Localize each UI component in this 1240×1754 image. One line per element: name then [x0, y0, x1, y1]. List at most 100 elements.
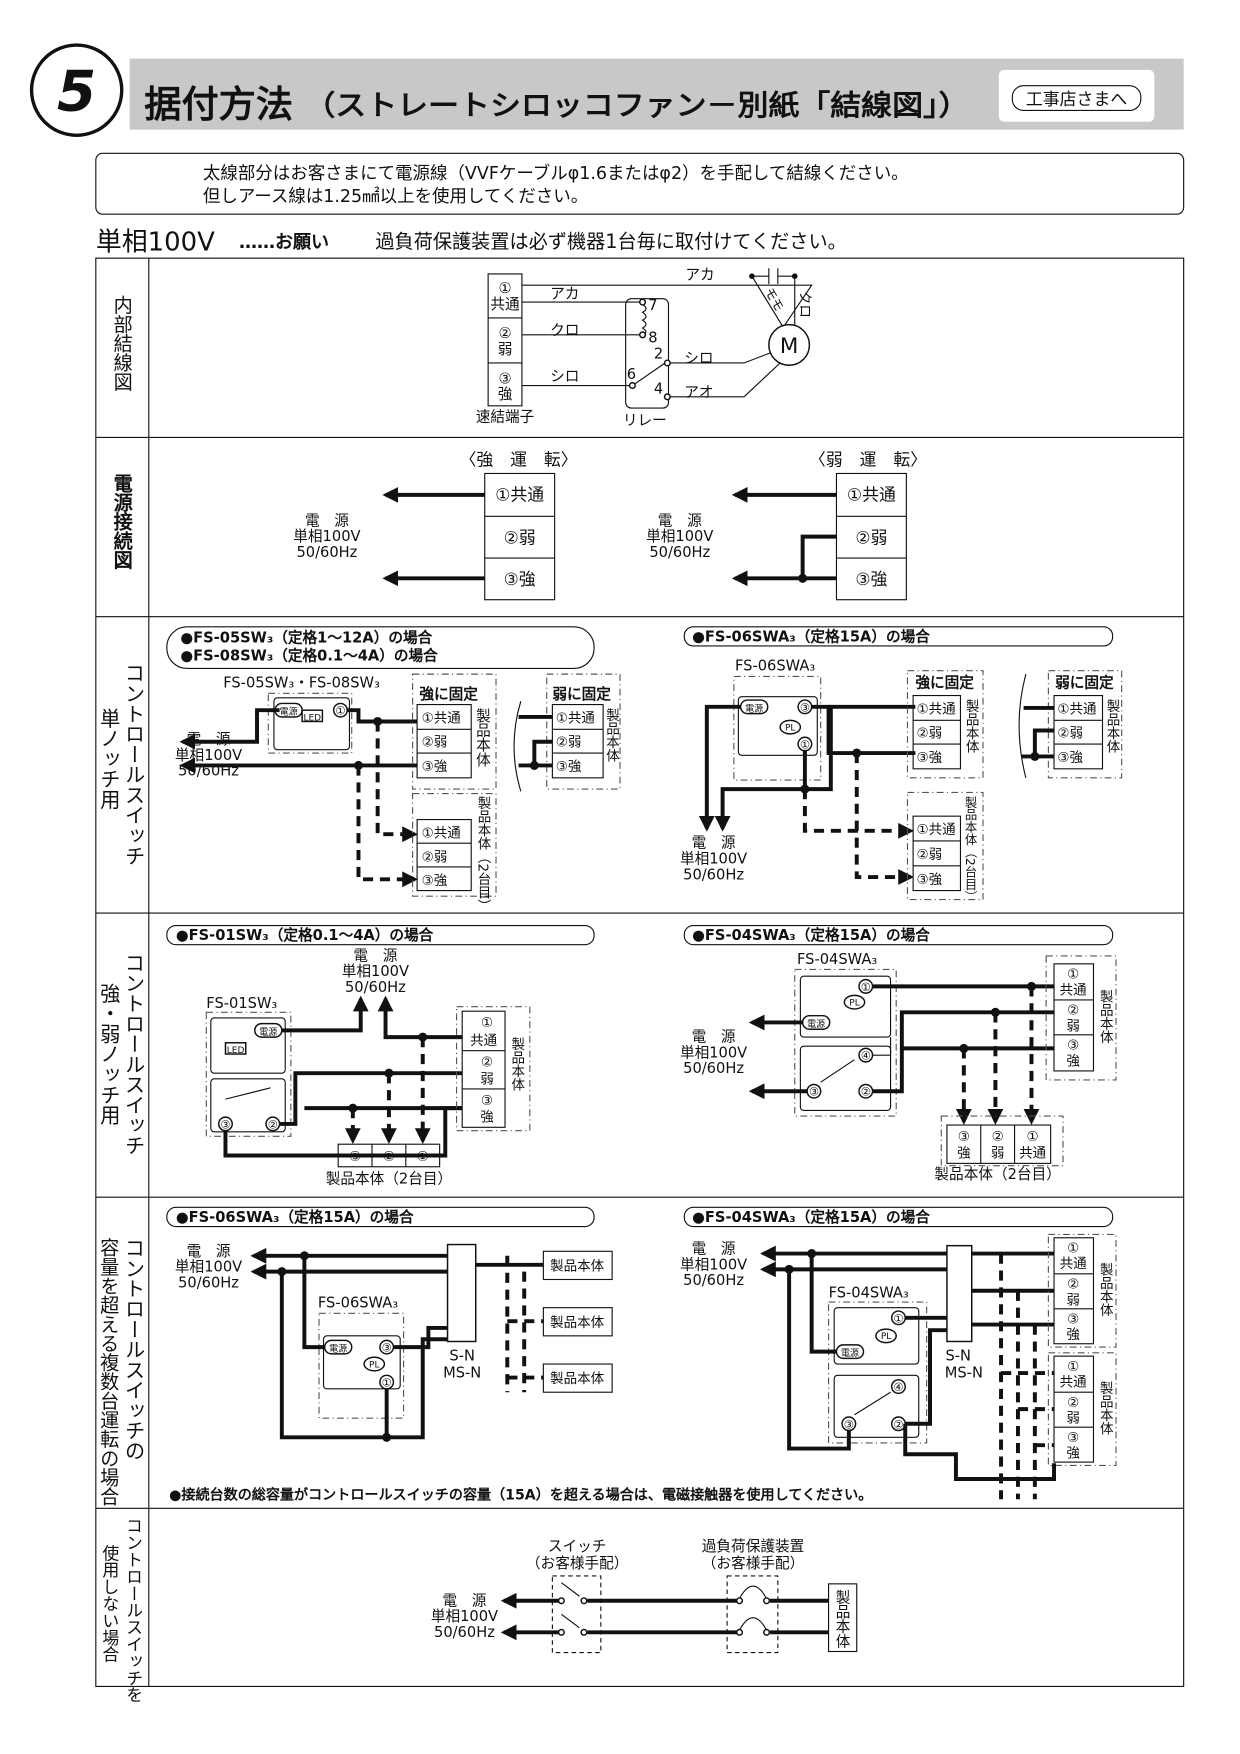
- product-label: 製品本体: [1097, 1381, 1114, 1436]
- page-subtitle: （ストレートシロッコファン－別紙「結線図」）: [304, 89, 969, 122]
- request-label: ……お願い: [239, 232, 329, 253]
- row-label-dual-a: コントロールスイッチ: [121, 953, 145, 1156]
- badge-bg: [998, 69, 1155, 122]
- row-label-none-a: コントロールスイッチを: [123, 1517, 143, 1703]
- switch-label: スイッチ: [548, 1538, 607, 1555]
- row-label-internal: 内部結線図: [110, 295, 133, 391]
- terminal-2: ②弱: [916, 725, 942, 741]
- wire-label-white: シロ: [550, 368, 579, 385]
- terminal-2: ②: [498, 325, 511, 342]
- switch-terminal-3: ③: [844, 1418, 854, 1431]
- terminal-3: ③強: [916, 750, 942, 766]
- single-notch-diagram: ●FS-05SW₃（定格1～12A）の場合 ●FS-08SW₃（定格0.1～4A…: [166, 626, 1123, 913]
- terminal-1-label: 共通: [1060, 1375, 1088, 1391]
- terminal-1-label: 共通: [1060, 1256, 1088, 1272]
- switch-note: （お客様手配）: [526, 1555, 628, 1572]
- product-label: 製品本体: [474, 708, 491, 767]
- terminal-3: ③強: [916, 872, 942, 888]
- switch-terminal-3: ③: [809, 1086, 819, 1099]
- row-label-none-b: 使用しない場合: [99, 1543, 119, 1662]
- row-label-single-b: 単ノッチ用: [96, 708, 120, 810]
- power-freq: 50/60Hz: [649, 544, 710, 561]
- pilot-lamp: PL: [369, 1360, 379, 1370]
- terminal-1: ①: [1067, 1240, 1079, 1256]
- weak-terminal-3: ③強: [855, 569, 887, 589]
- control-switch-upper: [799, 975, 892, 1038]
- wire-label-red-motor: アカ: [685, 267, 714, 284]
- switch-model-label: FS-04SWA₃: [829, 1285, 909, 1302]
- wire-label-red: アカ: [550, 286, 579, 303]
- row-label-single-a: コントロールスイッチ: [121, 663, 145, 866]
- switch-model-label: FS-01SW₃: [206, 995, 277, 1012]
- terminal-1: ①共通: [916, 702, 956, 718]
- case-fs04swa3: ●FS-04SWA₃（定格15A）の場合: [692, 926, 930, 944]
- motor-icon: [768, 323, 811, 366]
- breaker-icon: [739, 1585, 768, 1599]
- dual-notch-diagram: ●FS-01SW₃（定格0.1～4A）の場合 電 源 単相100V 50/60H…: [166, 924, 1117, 1188]
- terminal-3: ③: [1067, 1430, 1079, 1446]
- power-freq: 50/60Hz: [296, 544, 357, 561]
- power-terminal: 電源: [280, 707, 298, 718]
- product-2-label: 製品本体（2台目）: [934, 1166, 1060, 1183]
- power-label: 電 源: [187, 1243, 231, 1260]
- terminal-3-label: 強: [480, 1110, 494, 1126]
- strong-terminal-1: ①共通: [495, 485, 544, 505]
- product-2-label: 製品本体（2台目）: [326, 1171, 452, 1188]
- product2-terminal-2: ②: [992, 1129, 1004, 1145]
- case-fs08sw3: ●FS-08SW₃（定格0.1～4A）の場合: [180, 647, 438, 665]
- terminal-2: ②: [481, 1054, 493, 1070]
- section-header: 5 据付方法 （ストレートシロッコファン－別紙「結線図」） 工事店さまへ: [29, 43, 1184, 137]
- power-freq: 50/60Hz: [683, 1060, 744, 1077]
- row-label-power: 電源接続図: [110, 473, 133, 569]
- fixed-strong-label: 強に固定: [915, 674, 974, 692]
- terminal-2: ②: [1067, 1395, 1079, 1411]
- product2-terminal-3-label: 強: [957, 1146, 971, 1162]
- control-switch-lower: [833, 1374, 920, 1438]
- terminal-2: ②弱: [422, 734, 448, 750]
- contactor-model-2: MS-N: [945, 1365, 983, 1382]
- product-2: 製品本体: [550, 1315, 605, 1331]
- terminal-3: ③: [498, 370, 511, 387]
- case-fs05sw3: ●FS-05SW₃（定格1～12A）の場合: [180, 629, 432, 647]
- power-freq: 50/60Hz: [178, 1274, 239, 1291]
- power-phase: 単相100V: [646, 528, 713, 545]
- weak-terminal-2: ②弱: [855, 527, 887, 547]
- product2-terminal-3: ③: [958, 1129, 970, 1145]
- section-number-circle: [29, 43, 124, 137]
- pilot-lamp: PL: [849, 999, 859, 1009]
- terminal-2: ②弱: [422, 849, 448, 865]
- contactor-model-2: MS-N: [443, 1365, 481, 1382]
- wiring-table: [95, 257, 1185, 1688]
- control-switch: [322, 1335, 401, 1390]
- terminal-1: ①共通: [422, 826, 462, 842]
- product-label: 製品本体: [603, 708, 620, 763]
- power-phase: 単相100V: [680, 1256, 747, 1273]
- magnetic-contactor: [946, 1244, 973, 1343]
- row-label-multi-b: 容量を超える複数台運転の場合: [97, 1238, 120, 1506]
- power-freq: 50/60Hz: [345, 979, 406, 996]
- wire-label-blue: アオ: [684, 384, 713, 401]
- internal-wiring-diagram: ① 共通 ② 弱 ③ 強 速結端子 リレー アカ クロ シロ アカ シロ アオ …: [476, 267, 813, 429]
- relay-contact: [632, 362, 666, 387]
- terminal-3: ③: [1067, 1311, 1079, 1327]
- power-label: 電 源: [353, 947, 397, 964]
- badge-outline: [1011, 85, 1142, 112]
- page-title: 据付方法: [144, 82, 293, 126]
- switch-terminal-1: ①: [893, 1312, 903, 1325]
- relay-pin-2: 2: [654, 345, 663, 362]
- pilot-lamp: PL: [881, 1332, 891, 1342]
- product2-terminal-1: ①: [417, 1149, 429, 1165]
- power-terminal: 電源: [329, 1344, 347, 1355]
- voltage-heading: 単相100V ……お願い 過負荷保護装置は必ず機器1台毎に取付けてください。: [96, 227, 847, 257]
- row-labels: 内部結線図 電源接続図 コントロールスイッチ 単ノッチ用 コントロールスイッチ …: [96, 295, 145, 1703]
- power-freq: 50/60Hz: [178, 763, 239, 780]
- power-label: 電 源: [305, 512, 349, 529]
- control-switch-lower: [799, 1045, 892, 1111]
- section-number: 5: [57, 59, 96, 124]
- switch-terminal-4: ④: [893, 1381, 903, 1394]
- terminal-1: ①共通: [1057, 702, 1097, 718]
- product-label: 製品本体: [1097, 1262, 1114, 1317]
- terminal-1-label: 共通: [490, 296, 520, 313]
- led-label: LED: [227, 1046, 245, 1056]
- power-terminal: 電源: [259, 1027, 277, 1038]
